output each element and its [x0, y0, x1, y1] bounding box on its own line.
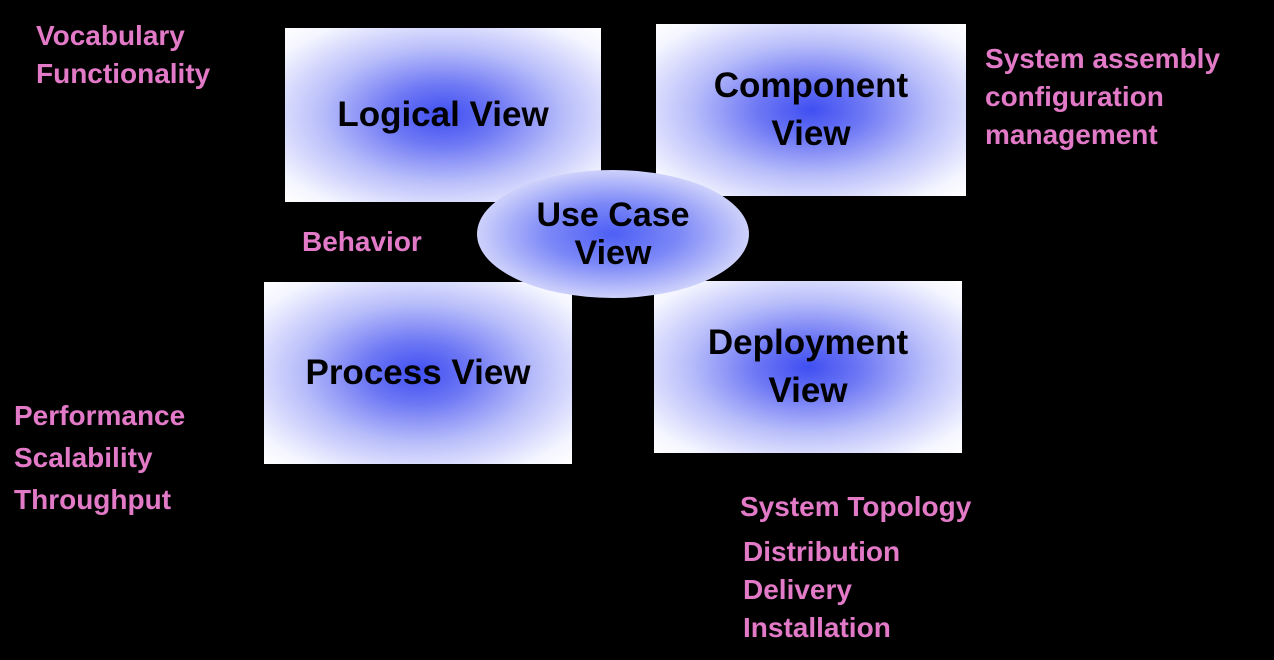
process-view-annotations: Performance Scalability Throughput	[14, 395, 185, 521]
logical-view-title: Logical View	[337, 95, 549, 134]
annotation-vocabulary: Vocabulary	[36, 20, 185, 51]
use-case-view-annotations: Behavior	[302, 223, 422, 261]
annotation-system-assembly: System assembly	[985, 43, 1221, 74]
annotation-installation: Installation	[743, 612, 891, 643]
component-view-title: Component View	[713, 66, 909, 153]
process-view-box: Process View	[264, 282, 572, 464]
annotation-management: management	[985, 119, 1158, 150]
deployment-view-box: Deployment View	[654, 281, 962, 453]
deployment-view-annotations: System Topology Distribution Delivery In…	[740, 488, 971, 647]
process-view-title: Process View	[305, 353, 531, 392]
annotation-scalability: Scalability	[14, 442, 153, 473]
annotation-behavior: Behavior	[302, 226, 422, 257]
annotation-configuration: configuration	[985, 81, 1164, 112]
deployment-view-title: Deployment View	[707, 323, 909, 410]
annotation-system-topology: System Topology	[740, 491, 972, 522]
annotation-throughput: Throughput	[14, 484, 172, 515]
annotation-functionality: Functionality	[36, 58, 211, 89]
use-case-view-title: Use Case View	[536, 196, 690, 272]
annotation-delivery: Delivery	[743, 574, 852, 605]
use-case-view-ellipse: Use Case View	[477, 170, 749, 298]
annotation-performance: Performance	[14, 400, 186, 431]
logical-view-box: Logical View	[285, 28, 601, 202]
component-view-annotations: System assembly configuration management	[985, 40, 1220, 154]
annotation-distribution: Distribution	[743, 536, 901, 567]
component-view-box: Component View	[656, 24, 966, 196]
logical-view-annotations: Vocabulary Functionality	[36, 17, 210, 93]
